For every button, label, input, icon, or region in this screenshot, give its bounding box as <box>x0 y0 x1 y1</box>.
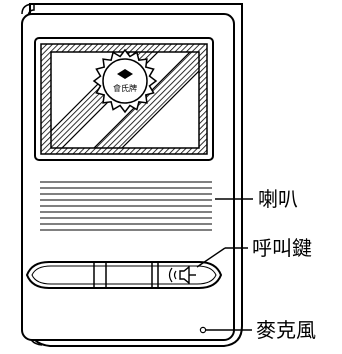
speaker-grille <box>40 181 212 231</box>
call-button-outline[interactable] <box>25 261 223 289</box>
speaker-label: 喇叭 <box>258 187 298 211</box>
logo-text: 會氏牌 <box>113 83 137 93</box>
brand-emblem: 會氏牌 <box>92 48 158 114</box>
microphone-hole <box>199 326 207 334</box>
speaker-with-sound-waves-icon <box>168 265 196 285</box>
microphone-label: 麥克風 <box>256 318 316 342</box>
call-button-label: 呼叫鍵 <box>252 236 312 260</box>
emblem-mark-icon <box>117 69 133 79</box>
call-button-bar[interactable] <box>25 261 223 289</box>
call-button-leader-line <box>196 247 226 268</box>
